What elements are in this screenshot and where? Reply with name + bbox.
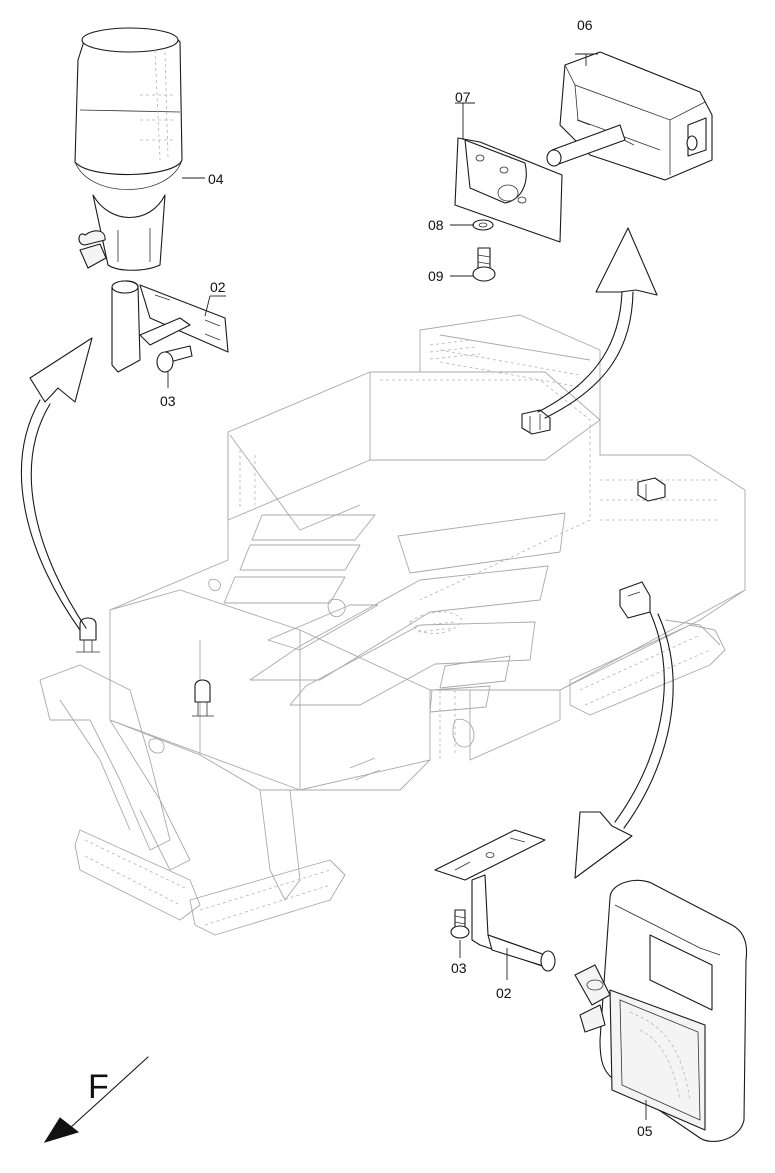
- machine-lamp-left: [76, 617, 100, 653]
- washer-part-08: [472, 219, 494, 231]
- forward-direction-arrow: [43, 1056, 149, 1143]
- machine-lamp-right: [192, 679, 214, 717]
- callout-03-top: 03: [160, 393, 176, 409]
- callout-06: 06: [577, 17, 593, 33]
- work-lamp-part-05: [574, 879, 748, 1142]
- callout-02-top: 02: [210, 279, 226, 295]
- callout-02-bottom: 02: [496, 985, 512, 1001]
- mounting-plate-part-07: [454, 137, 563, 243]
- callout-03-bottom: 03: [451, 960, 467, 976]
- bracket-part-02-top: [111, 280, 229, 373]
- arrow-top-right: [537, 227, 658, 419]
- machine-mount-rear: [619, 581, 651, 619]
- machine-mount-top: [521, 409, 551, 435]
- side-lamp-part-06: [546, 51, 713, 181]
- arrow-left-up: [21, 337, 93, 631]
- machine-body: [39, 314, 746, 936]
- callout-leaders: [167, 53, 647, 1120]
- arrow-right-down: [574, 611, 674, 879]
- callout-07: 07: [455, 89, 471, 105]
- bolt-part-03-bottom: [450, 909, 470, 939]
- callout-05: 05: [637, 1123, 653, 1139]
- bolt-part-03-top: [156, 345, 193, 373]
- bolt-part-09: [472, 247, 496, 282]
- callout-09: 09: [428, 268, 444, 284]
- manufacturer-logo-outline: [223, 512, 566, 713]
- callout-08: 08: [428, 217, 444, 233]
- machine-mount-side: [637, 477, 666, 502]
- callout-04: 04: [208, 171, 224, 187]
- direction-label: F: [88, 1068, 109, 1106]
- bracket-part-02-bottom: [434, 829, 556, 972]
- beacon-lamp-part-04: [74, 27, 183, 271]
